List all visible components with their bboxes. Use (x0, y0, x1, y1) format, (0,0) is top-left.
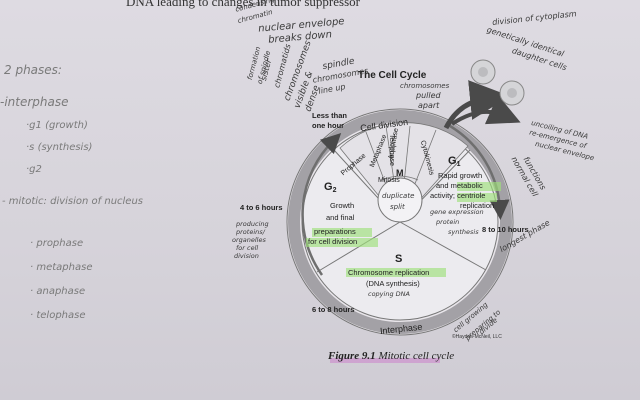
note-telophase: · telophase (30, 310, 86, 321)
note-anaphase: · anaphase (30, 286, 85, 297)
exit-arrow-2 (450, 94, 521, 126)
g2-label: G2 (324, 181, 337, 194)
note-producing-1: producing (235, 220, 269, 228)
note-gene-1: gene expression (430, 208, 484, 216)
note-producing-5: division (234, 252, 259, 260)
diagram-title: The Cell Cycle (358, 70, 427, 81)
highlight-chromosome-rep (346, 268, 446, 277)
daughter-cell-2-nucleus (507, 88, 517, 98)
note-metaphase: · metaphase (30, 262, 92, 273)
note-copying: copying DNA (368, 290, 410, 298)
ring-arrow-right (449, 124, 510, 220)
g2-line3: preparations (314, 227, 356, 236)
note-g1: ·g1 (growth) (26, 120, 88, 131)
note-mitotic: - mitotic: division of nucleus (2, 196, 143, 207)
ring-arrow-left (301, 133, 342, 276)
top-text: DNA leading to changes in tumor suppress… (126, 0, 360, 9)
g1-line1: Rapid growth (438, 171, 482, 180)
g2-line2: and final (326, 213, 355, 222)
note-cytoplasm: division of cytoplasm (492, 9, 577, 27)
note-prophase: · prophase (30, 238, 83, 249)
highlight-cell-division (306, 238, 378, 247)
g2-line1: Growth (330, 201, 354, 210)
interphase-label: Interphase (379, 322, 422, 336)
s-line1: Chromosome replication (348, 268, 429, 277)
note-pulled-2: pulled (415, 91, 442, 100)
caption-title: Mitotic cell cycle (378, 350, 455, 362)
g2-line4: for cell division (308, 237, 357, 246)
note-g2: ·g2 (26, 164, 42, 175)
note-producing-3: organelles (232, 236, 266, 244)
note-pulled-1: chromosomes (400, 82, 450, 90)
note-s: ·s (synthesis) (26, 142, 92, 153)
copyright-credit: ©Hayden-McNeil, LLC (452, 334, 502, 340)
g1-line4: replication (460, 201, 494, 210)
g1-label: G1 (448, 155, 461, 168)
mitosis-label: Mitosis (378, 177, 400, 184)
telophase-label: Telophase (388, 134, 395, 166)
note-gene-2: protein (435, 218, 459, 226)
duration-less-than: Less than (312, 111, 347, 120)
g1-line3: activity; centriole (430, 191, 485, 200)
note-gene-3: synthesis (448, 228, 479, 236)
g1-line2: and metabolic (436, 181, 483, 190)
s-label: S (395, 253, 402, 265)
highlight-centriole (457, 182, 501, 191)
daughter-cell-1-nucleus (478, 67, 488, 77)
ring-band (288, 110, 512, 334)
caption-highlight (330, 358, 440, 363)
duration-one-hour: one hour (312, 121, 344, 130)
highlight-preparations (312, 228, 372, 237)
note-duplicate-2: split (390, 203, 405, 211)
duration-g1: 8 to 10 hours (482, 225, 529, 234)
divider-s-g1 (399, 221, 487, 271)
center-circle (377, 177, 423, 223)
duration-g2: 4 to 6 hours (240, 203, 283, 212)
note-duplicate-1: duplicate (382, 192, 414, 200)
s-line2: (DNA synthesis) (366, 279, 420, 288)
note-two-phases: 2 phases: (4, 63, 62, 77)
highlight-replication (457, 193, 497, 202)
note-spindle-3: line up (318, 82, 346, 96)
m-label: M (396, 168, 404, 178)
note-producing-2: proteins/ (235, 228, 266, 236)
note-interphase: -interphase (0, 95, 69, 109)
note-producing-4: for cell (236, 244, 258, 252)
figure-caption: Figure 9.1 Mitotic cell cycle (328, 350, 454, 362)
caption-number: Figure 9.1 (328, 350, 376, 362)
duration-s: 6 to 8 hours (312, 305, 355, 314)
mitosis-inner (381, 175, 419, 181)
note-pulled-3: apart (418, 101, 440, 110)
